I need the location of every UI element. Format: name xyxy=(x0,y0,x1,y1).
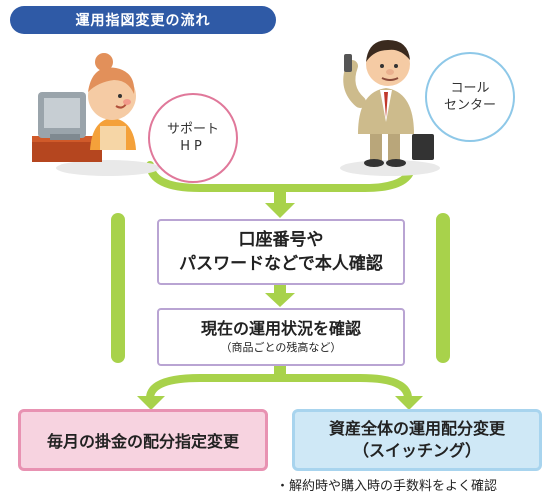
arrow-head-left-result xyxy=(137,396,165,410)
fee-note: ・解約時や購入時の手数料をよく確認 xyxy=(276,479,498,494)
identity-check-box: 口座番号や パスワードなどで本人確認 xyxy=(157,219,405,285)
arrow-head-step1 xyxy=(265,203,295,218)
woman-computer-illustration xyxy=(32,53,160,176)
status-check-sub: （商品ごとの残高など） xyxy=(220,341,342,354)
status-check-box: 現在の運用状況を確認 （商品ごとの残高など） xyxy=(157,308,405,366)
monthly-allocation-label: 毎月の掛金の配分指定変更 xyxy=(46,432,239,451)
arrow-stem-split xyxy=(274,363,286,377)
right-side-bar xyxy=(436,213,450,363)
merge-connector xyxy=(146,161,416,192)
support-hp-line2: HP xyxy=(180,139,206,154)
support-hp-bubble: サポート HP xyxy=(148,93,238,183)
left-side-bar xyxy=(111,213,125,363)
call-center-bubble: コール センター xyxy=(425,52,515,142)
businessman-phone-illustration xyxy=(340,40,440,176)
support-hp-line1: サポート xyxy=(166,122,219,137)
identity-check-line1: 口座番号や xyxy=(238,230,324,250)
identity-check-line2: パスワードなどで本人確認 xyxy=(179,254,383,274)
arrow-to-step1 xyxy=(274,188,286,204)
switching-box: 資産全体の運用配分変更 （スイッチング） xyxy=(292,409,542,471)
monthly-allocation-change-box: 毎月の掛金の配分指定変更 xyxy=(18,409,268,471)
call-center-line1: コール xyxy=(450,81,490,96)
page-title: 運用指図変更の流れ xyxy=(10,6,276,34)
arrow-to-step2 xyxy=(274,282,286,294)
arrow-head-right-result xyxy=(395,396,423,410)
status-check-label: 現在の運用状況を確認 xyxy=(200,319,361,338)
call-center-line2: センター xyxy=(443,98,496,113)
arrow-head-step2 xyxy=(265,293,295,307)
switching-line2: （スイッチング） xyxy=(352,441,481,460)
split-connector xyxy=(146,374,412,401)
switching-line1: 資産全体の運用配分変更 xyxy=(328,419,505,438)
